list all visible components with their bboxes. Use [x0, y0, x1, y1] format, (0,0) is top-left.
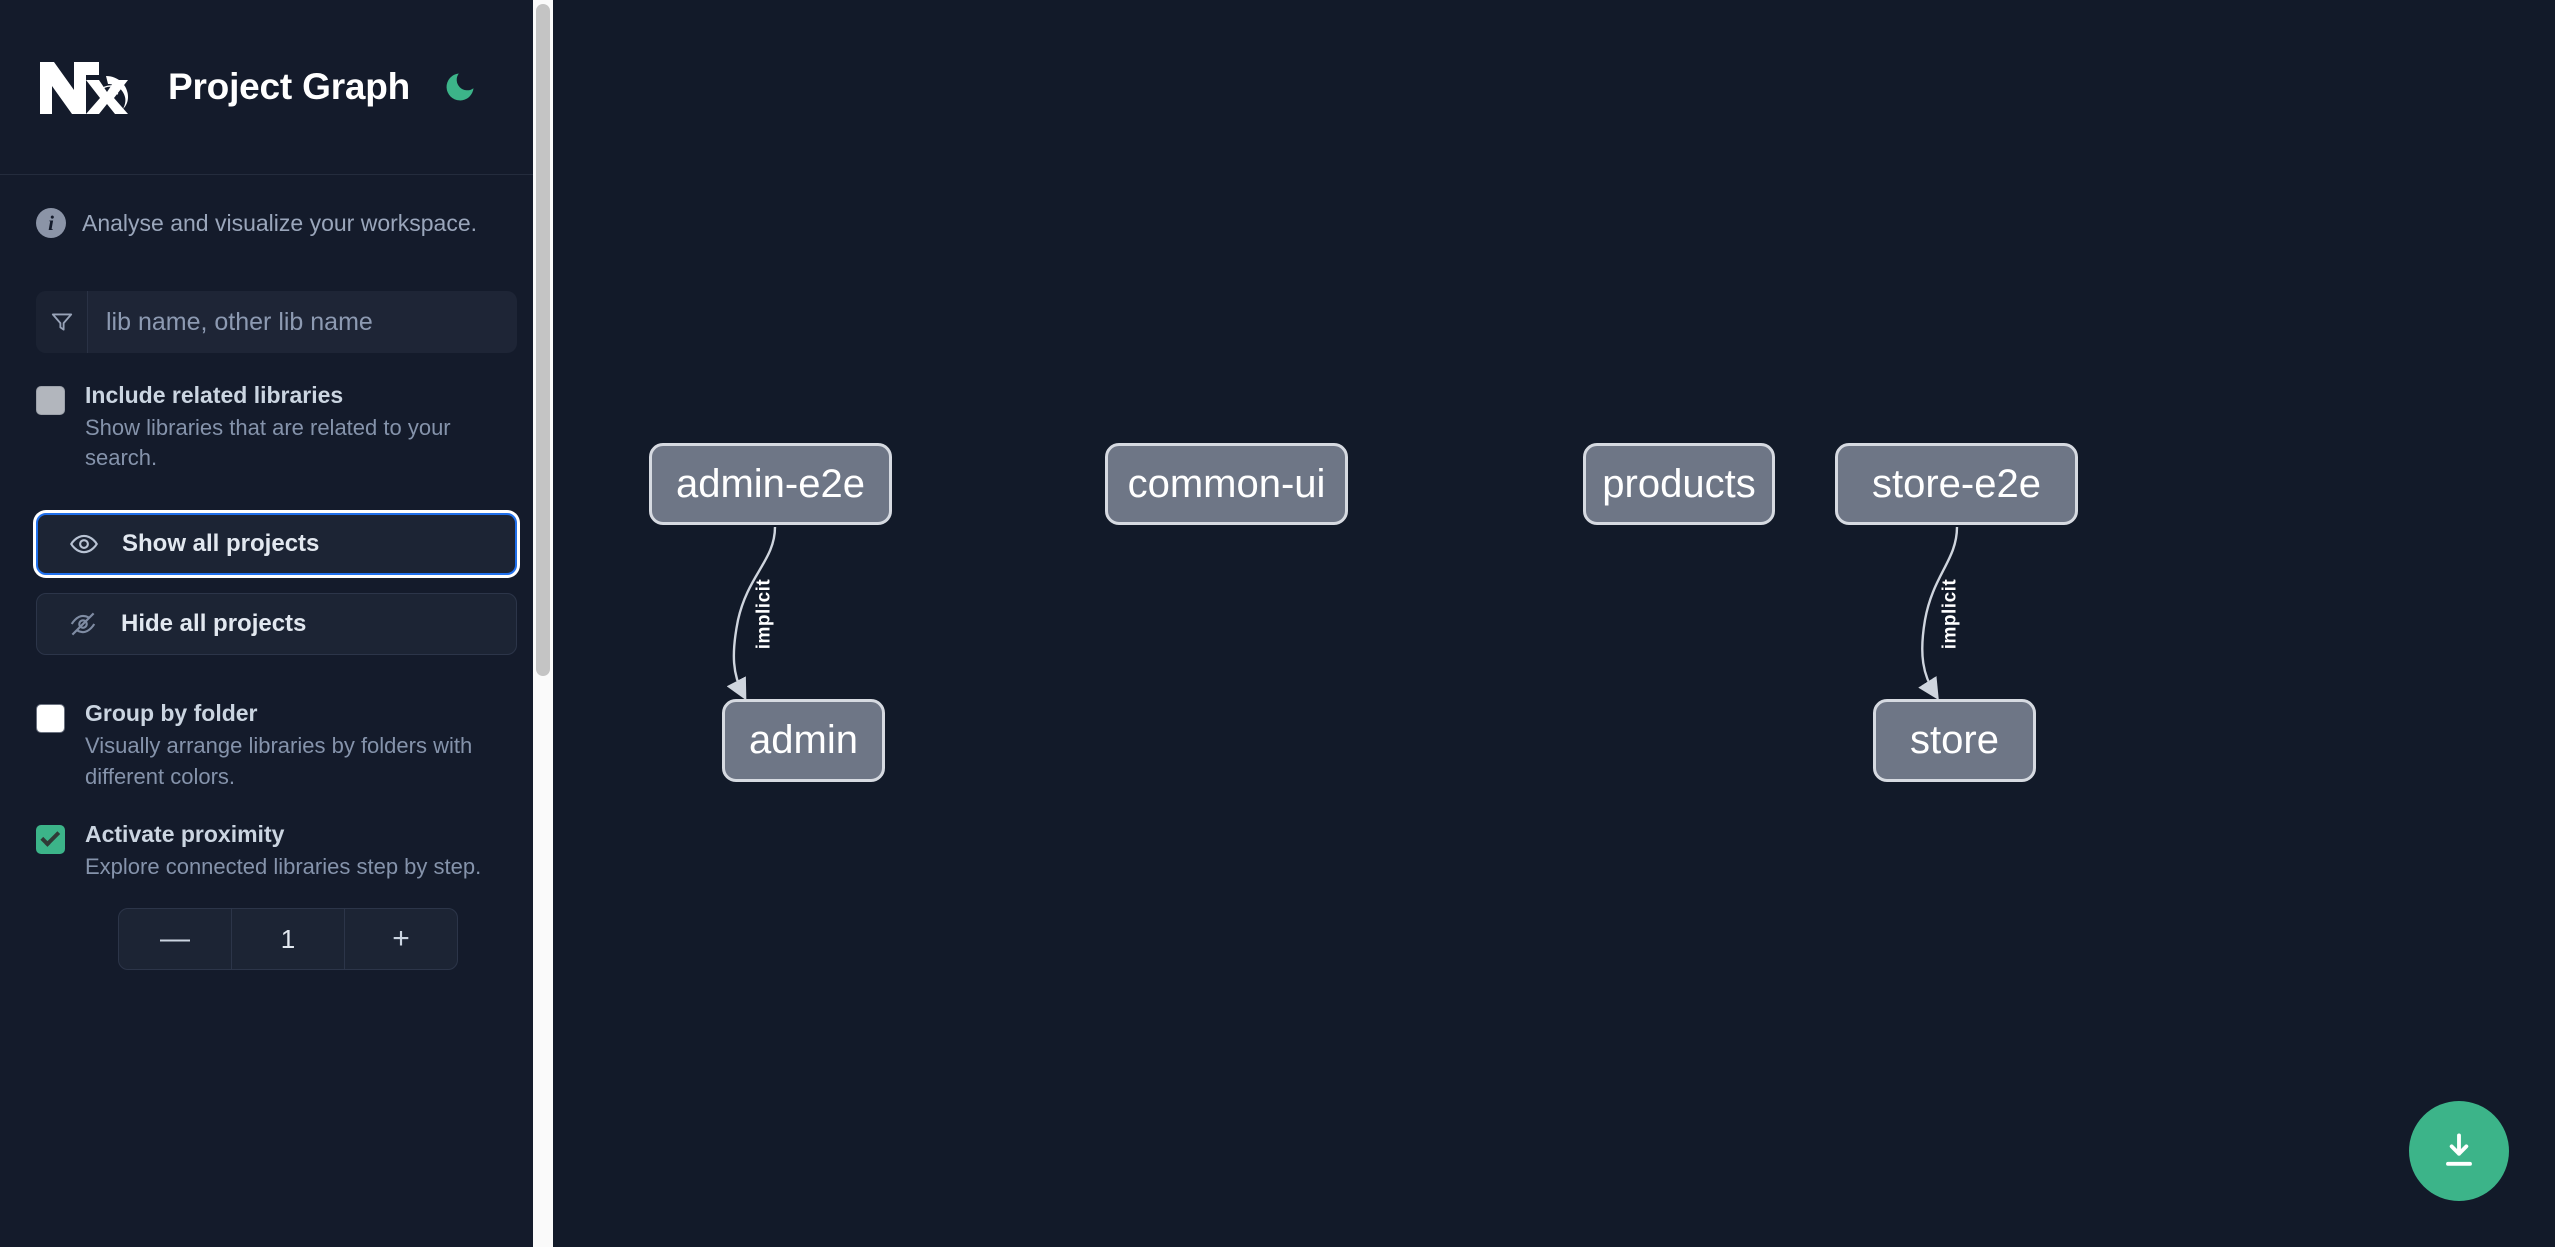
- download-graph-button[interactable]: [2409, 1101, 2509, 1201]
- checkbox-activate-proximity[interactable]: [36, 824, 65, 854]
- sidebar-scrollbar-track[interactable]: [533, 0, 553, 1247]
- sidebar-scrollbar-thumb[interactable]: [536, 4, 550, 676]
- option-description: Show libraries that are related to your …: [85, 414, 451, 471]
- search-input[interactable]: [88, 291, 517, 353]
- graph-canvas[interactable]: implicit implicit admin-e2e common-ui pr…: [553, 0, 2555, 1247]
- option-text-block: Include related libraries Show libraries…: [85, 381, 517, 473]
- filter-icon: [36, 291, 88, 353]
- moon-icon[interactable]: [438, 65, 482, 109]
- checkbox-group-by-folder[interactable]: [36, 704, 65, 734]
- edge-label-implicit-admin: implicit: [753, 578, 775, 650]
- proximity-stepper[interactable]: — 1 +: [118, 908, 458, 971]
- edge-label-implicit-store: implicit: [1939, 578, 1961, 650]
- sidebar: Project Graph i Analyse and visualize yo…: [0, 0, 553, 1247]
- nx-logo: [36, 56, 134, 118]
- stepper-value: 1: [231, 909, 345, 970]
- search-row[interactable]: [36, 291, 517, 353]
- sidebar-header: Project Graph: [0, 0, 553, 175]
- download-icon: [2446, 1133, 2472, 1166]
- info-icon: i: [36, 208, 66, 238]
- option-title: Activate proximity: [85, 820, 285, 847]
- option-include-related-libraries[interactable]: Include related libraries Show libraries…: [36, 381, 517, 473]
- sidebar-body: i Analyse and visualize your workspace. …: [0, 175, 553, 1247]
- stepper-increment-button[interactable]: +: [392, 922, 410, 956]
- stepper-decrement-button[interactable]: —: [160, 922, 190, 956]
- option-text-block: Group by folder Visually arrange librari…: [85, 699, 517, 791]
- hide-all-projects-label: Hide all projects: [121, 610, 307, 638]
- option-title: Group by folder: [85, 700, 258, 727]
- check-icon: [39, 827, 60, 848]
- tagline-text: Analyse and visualize your workspace.: [82, 209, 478, 236]
- option-description: Visually arrange libraries by folders wi…: [85, 733, 473, 789]
- tagline: i Analyse and visualize your workspace.: [36, 175, 517, 271]
- eye-off-icon: [67, 608, 99, 640]
- show-all-projects-label: Show all projects: [122, 530, 320, 558]
- graph-node-products[interactable]: products: [1583, 443, 1775, 525]
- show-all-projects-button[interactable]: Show all projects: [36, 513, 517, 576]
- option-title: Include related libraries: [85, 382, 344, 408]
- graph-edges: [726, 526, 1959, 701]
- eye-icon: [68, 528, 100, 560]
- graph-node-common-ui[interactable]: common-ui: [1105, 443, 1348, 525]
- page-title: Project Graph: [168, 66, 411, 107]
- graph-node-store[interactable]: store: [1873, 699, 2036, 782]
- hide-all-projects-button[interactable]: Hide all projects: [36, 593, 517, 656]
- graph-node-admin-e2e[interactable]: admin-e2e: [649, 443, 892, 525]
- option-description: Explore connected libraries step by step…: [85, 853, 482, 879]
- option-text-block: Activate proximity Explore connected lib…: [85, 820, 517, 882]
- graph-node-store-e2e[interactable]: store-e2e: [1835, 443, 2078, 525]
- checkbox-include-related-libraries[interactable]: [36, 386, 65, 415]
- option-activate-proximity[interactable]: Activate proximity Explore connected lib…: [36, 820, 517, 882]
- option-group-by-folder[interactable]: Group by folder Visually arrange librari…: [36, 699, 517, 791]
- graph-node-admin[interactable]: admin: [722, 699, 885, 782]
